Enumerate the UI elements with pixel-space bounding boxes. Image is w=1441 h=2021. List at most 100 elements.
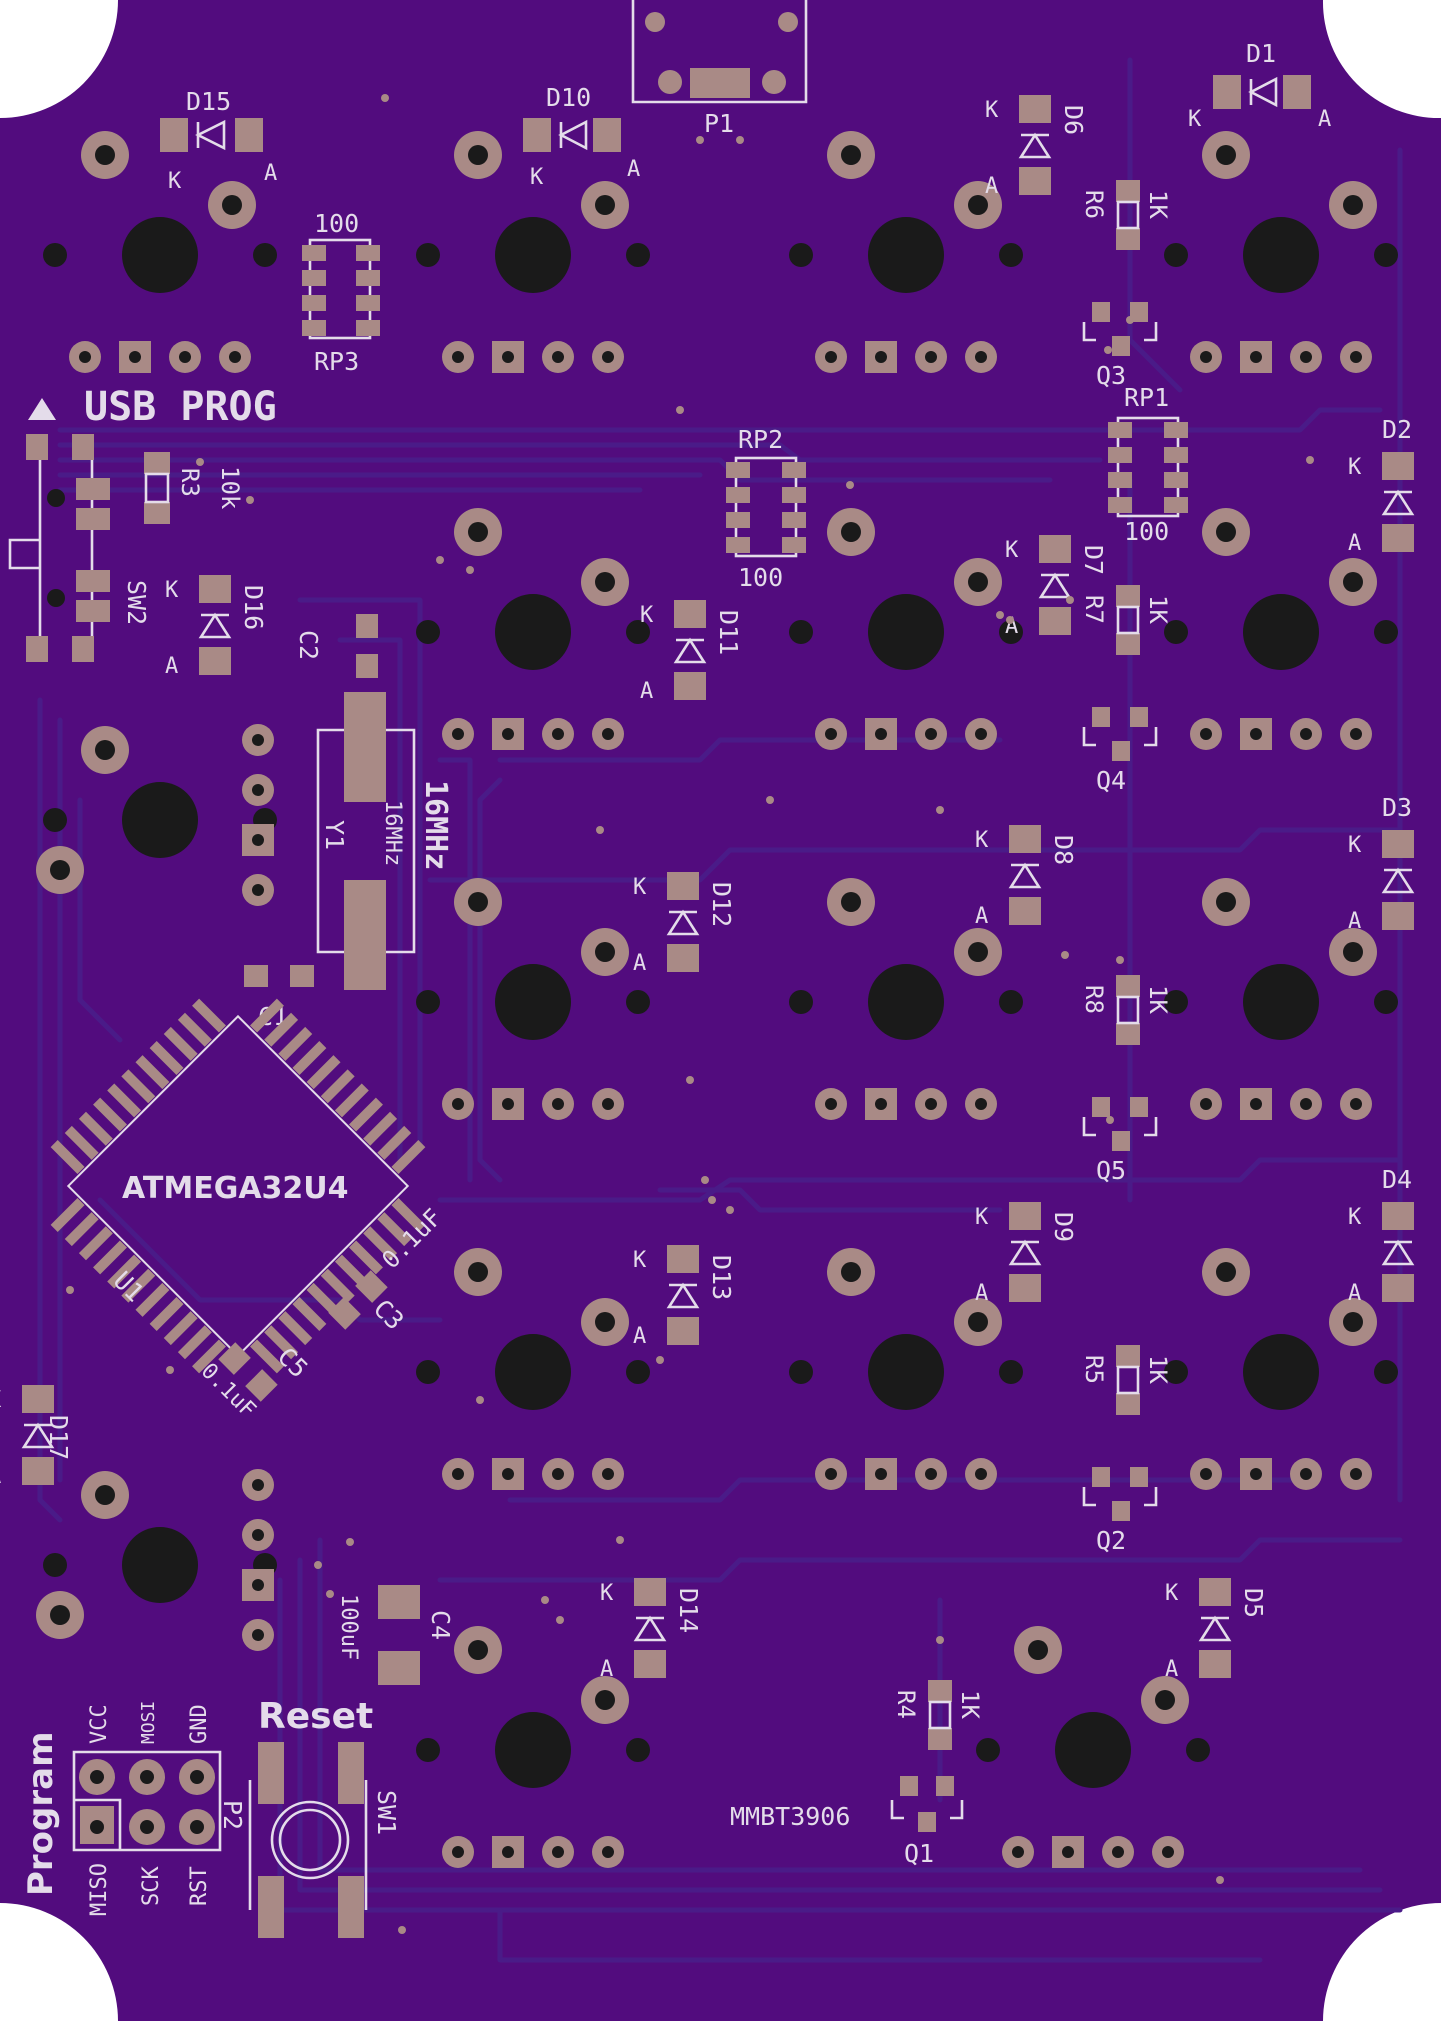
ref-c2: C2 [294,630,323,660]
switch-footprint [36,724,277,906]
diode-d10: D10 K A [523,83,640,190]
resistor-pack-rp3: 100 RP3 [302,209,380,376]
ref-r6: R6 [1080,190,1108,219]
value-r8: 1K [1144,985,1172,1014]
ref-d6: D6 [1059,105,1088,135]
pin-label: A [1318,107,1331,132]
pin-label: A [264,161,277,186]
pin-label: A [0,1464,1,1489]
transistor-q3: Q3 [1082,302,1158,390]
diode-d1: D1 K A [1188,39,1331,132]
switch-footprint [789,131,1023,373]
ref-d14: D14 [674,1588,703,1633]
ref-d13: D13 [707,1255,736,1300]
switch-footprint [789,878,1023,1120]
diode-d17: KAD17 [0,1385,73,1489]
trace-network [37,57,1403,1963]
ref-d10: D10 [546,83,591,112]
value-r6: 1K [1144,190,1172,219]
transistor-q4: Q4 [1082,707,1158,795]
crystal-y1: C2 Y1 16MHz 16MHz [294,614,453,990]
transistor-q1: Q1 MMBT3906 [730,1776,964,1868]
resistor-r7: R7 1K [1080,585,1172,655]
pin-label: K [1348,455,1362,480]
value-rp3: 100 [314,209,359,238]
program-header-p2: Program VCC MOSI GND MISO SCK RST P2 [21,1701,247,1916]
resistor-r3: R3 10k [144,452,244,524]
pin-label: K [975,1205,989,1230]
pin-label: K [1005,538,1019,563]
ref-q1: Q1 [904,1839,934,1868]
triangle-marker-icon [28,398,56,420]
switch-footprint [789,508,1023,750]
label-reset: Reset [258,1696,373,1737]
ref-d1: D1 [1246,39,1276,68]
pin-label: A [1348,531,1361,556]
ref-d4: D4 [1382,1165,1412,1194]
crystal-body-freq: 16MHz [380,800,405,866]
switch-footprint [1164,1248,1398,1490]
transistor-q2: Q2 [1082,1467,1158,1555]
label-usb-prog: USB PROG [84,384,277,430]
pin-label: K [165,578,179,603]
pin-label: K [640,603,654,628]
ref-d8: D8 [1049,835,1078,865]
pin-label: A [633,951,646,976]
ref-q3: Q3 [1096,361,1126,390]
ref-d16: D16 [239,585,268,630]
pin-gnd: GND [187,1704,212,1744]
pin-label: A [600,1657,613,1682]
mcu-u1: ATMEGA32U4 U1 [50,998,426,1374]
ref-d2: D2 [1382,415,1412,444]
ref-r4: R4 [892,1690,920,1719]
ref-d17: D17 [44,1415,73,1460]
pin-label: K [1165,1581,1179,1606]
ref-d12: D12 [707,882,736,927]
crystal-freq-label: 16MHz [418,780,453,870]
pin-sck: SCK [139,1866,164,1906]
label-program: Program [21,1731,61,1896]
ref-q5: Q5 [1096,1156,1126,1185]
transistor-q5: Q5 [1082,1097,1158,1185]
switch-footprint [416,1626,650,1868]
pin-label: K [633,1248,647,1273]
part-mmbt3906: MMBT3906 [730,1802,850,1831]
ref-r7: R7 [1080,595,1108,624]
value-r3: 10k [216,466,244,510]
resistor-r4: R4 1K [892,1680,984,1750]
switch-footprint [1164,131,1398,373]
resistor-pack-rp2: RP2 100 [726,425,806,592]
capacitor-c4: C4 100uF [336,1585,455,1685]
ref-p1: P1 [704,109,734,138]
ref-rp1: RP1 [1124,383,1169,412]
pin-rst: RST [187,1866,212,1906]
switch-footprints [36,131,1398,1868]
pin-label: K [975,828,989,853]
ref-d9: D9 [1049,1212,1078,1242]
switch-footprint [43,131,277,373]
switch-footprint [1164,878,1398,1120]
reset-switch-sw1: Reset SW1 [248,1696,401,1938]
value-r4: 1K [956,1690,984,1719]
switch-footprint [976,1626,1210,1868]
resistor-r6: R6 1K [1080,180,1172,250]
value-r7: 1K [1144,595,1172,624]
value-rp2: 100 [738,563,783,592]
switch-footprint [36,1469,277,1651]
ref-y1: Y1 [320,820,349,850]
ref-sw2: SW2 [122,580,151,625]
ref-rp3: RP3 [314,347,359,376]
vias [66,94,1314,1934]
diode-d2: K A D2 [1348,415,1415,556]
